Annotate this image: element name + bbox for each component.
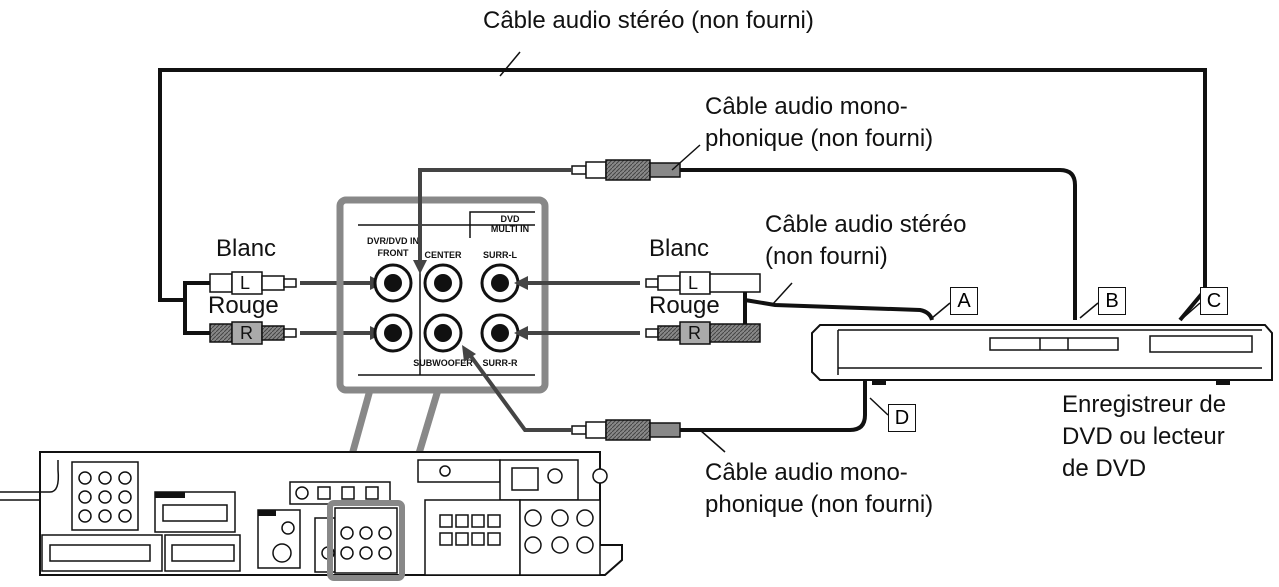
jack-front-l <box>373 263 413 303</box>
plug-r-right: R <box>688 323 701 343</box>
mono-cable-bottom-leader <box>699 429 726 453</box>
recorder-label-line2: DVD ou lecteur <box>1062 423 1225 450</box>
panel-center-label: CENTER <box>424 250 462 260</box>
stereo-cable-right-label-line2: (non fourni) <box>765 243 888 270</box>
mono-cable-bottom <box>680 380 867 432</box>
arrow-center <box>418 168 572 268</box>
stereo-cable-top-leader <box>499 51 521 77</box>
rouge-left-label: Rouge <box>208 292 279 319</box>
mono-cable-top-label-line2: phonique (non fourni) <box>705 125 934 152</box>
mono-plug-top <box>571 159 681 181</box>
panel-dvr-label: DVR/DVD IN <box>367 236 419 246</box>
jack-surr-r <box>480 313 520 353</box>
stereo-cable-right-leader <box>771 282 793 306</box>
jack-center <box>423 263 463 303</box>
panel-surr-l-label: SURR-L <box>483 250 517 260</box>
stereo-cable-top-label: Câble audio stéréo (non fourni) <box>483 7 814 34</box>
arrow-subwoofer <box>468 353 572 432</box>
mono-cable-bottom-label-line2: phonique (non fourni) <box>705 491 934 518</box>
panel-closeup: DVD MULTI IN DVR/DVD IN FRONT CENTER SUR… <box>358 211 535 376</box>
panel-multi-in-label: MULTI IN <box>491 224 529 234</box>
stereo-cable-right-label-line1: Câble audio stéréo <box>765 211 967 238</box>
recorder-label-line3: de DVD <box>1062 455 1147 482</box>
blanc-left-label: Blanc <box>216 235 277 262</box>
plug-l-left: L <box>240 273 251 293</box>
mono-cable-top-label-line1: Câble audio mono- <box>705 93 908 120</box>
left-white-plug <box>209 271 297 295</box>
left-cable-red-lead <box>183 300 210 335</box>
panel-dvd-label: DVD <box>500 214 520 224</box>
terminal-a-label: A <box>950 287 978 315</box>
panel-surr-r-label: SURR-R <box>483 358 518 368</box>
jack-front-r <box>373 313 413 353</box>
recorder-label-line1: Enregistreur de <box>1062 391 1227 418</box>
mono-cable-top <box>680 168 1077 320</box>
left-red-plug <box>209 321 297 345</box>
panel-front-label: FRONT <box>378 248 409 258</box>
mono-plug-bottom <box>571 419 681 441</box>
terminal-c-label: C <box>1200 287 1228 315</box>
left-cable-white-lead <box>160 281 210 302</box>
dvd-recorder <box>811 324 1273 385</box>
panel-highlight <box>327 500 405 581</box>
terminal-d-label: D <box>888 404 916 432</box>
blanc-right-label: Blanc <box>649 235 710 262</box>
rouge-right-label: Rouge <box>649 292 720 319</box>
jack-subwoofer <box>423 313 463 353</box>
jack-surr-l <box>480 263 520 303</box>
stereo-cable-right <box>743 281 934 321</box>
plug-r-left: R <box>240 323 253 343</box>
panel-zoom-frame <box>336 196 549 394</box>
mono-cable-bottom-label-line1: Câble audio mono- <box>705 459 908 486</box>
receiver-rear-panel <box>0 451 623 581</box>
terminal-b-label: B <box>1098 287 1126 315</box>
mono-cable-top-leader <box>671 144 701 171</box>
right-white-plug <box>645 271 761 295</box>
right-red-plug <box>645 321 761 345</box>
panel-subwoofer-label: SUBWOOFER <box>413 358 473 368</box>
plug-l-right: L <box>688 273 699 293</box>
